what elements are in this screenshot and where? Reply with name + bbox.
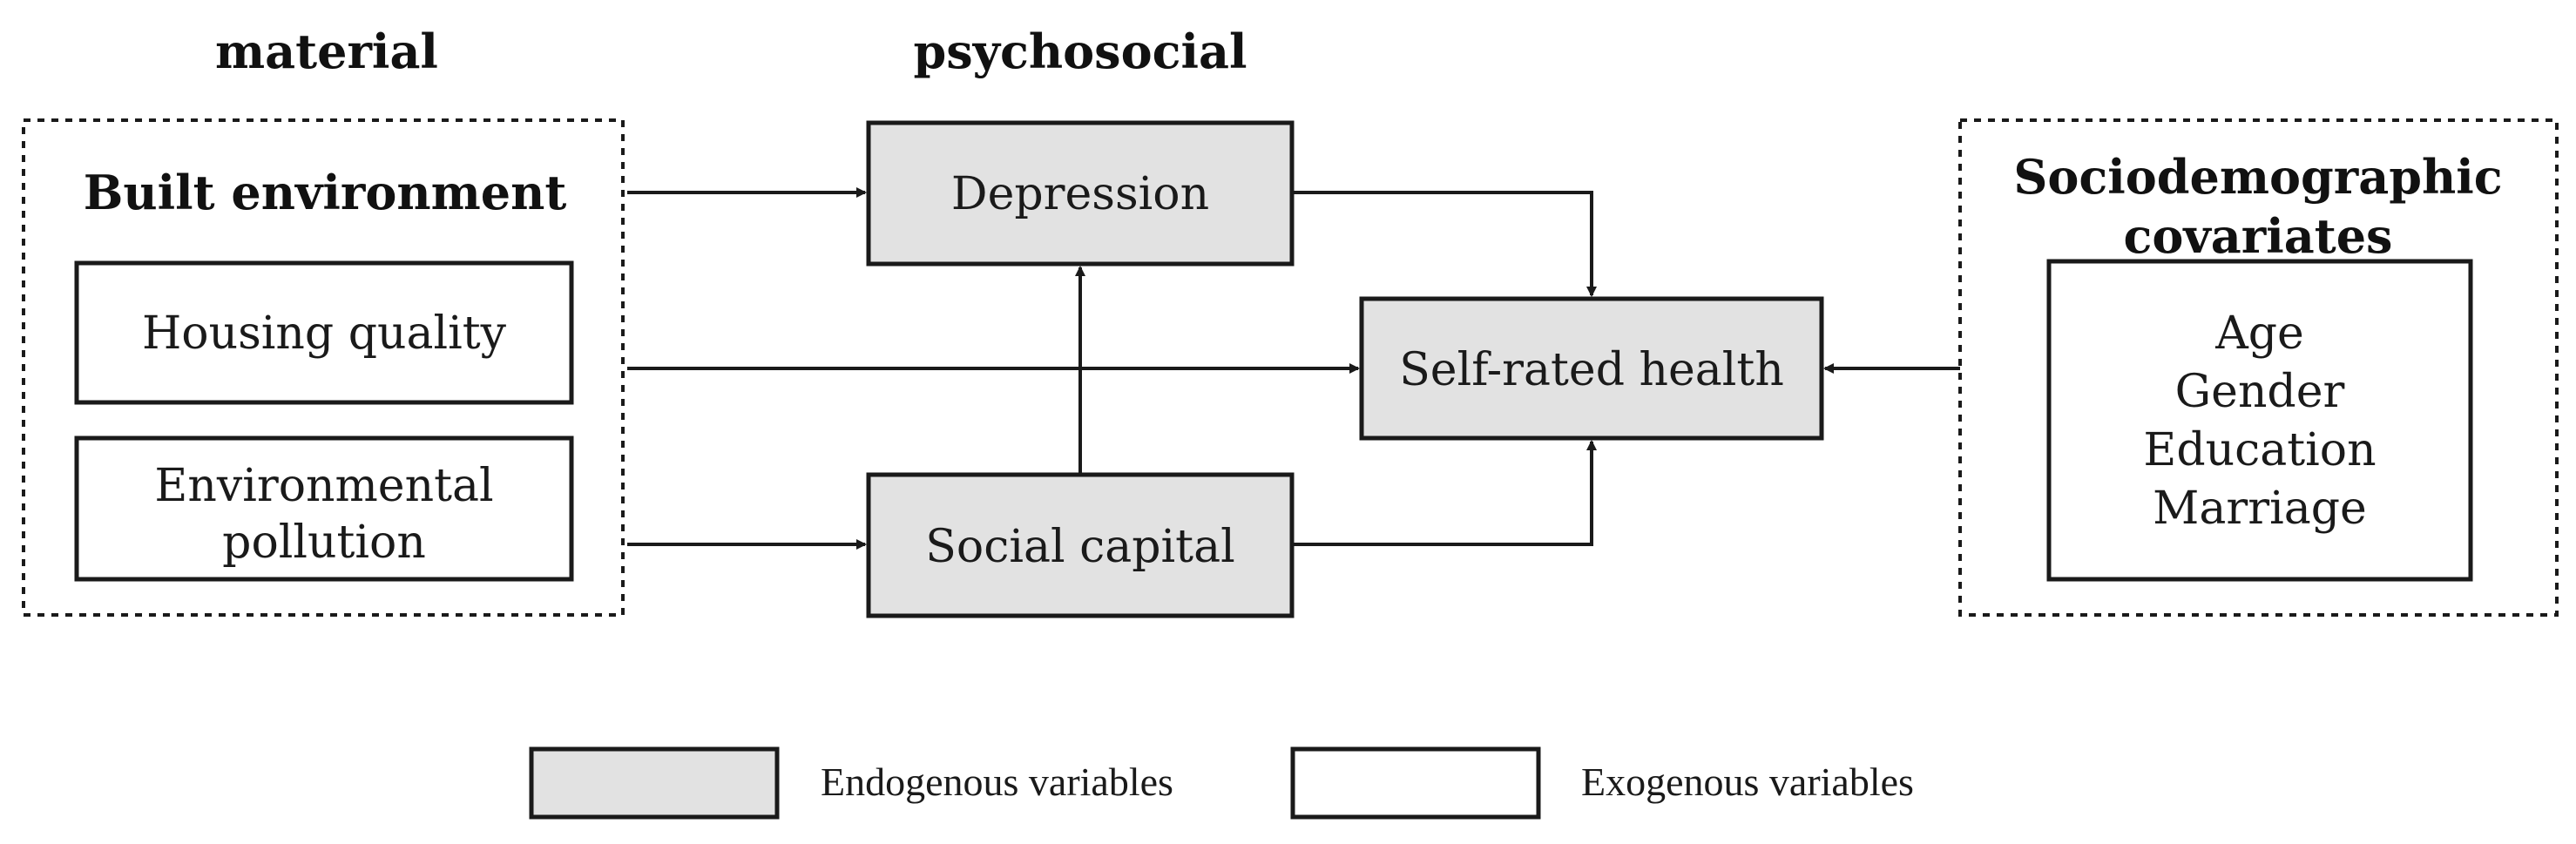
depression-label: Depression xyxy=(951,168,1209,220)
housing-quality-box xyxy=(74,260,574,405)
arrow-depression-to-self-rated-health xyxy=(1292,191,1597,297)
environmental-pollution-box xyxy=(74,436,574,582)
covariates-box xyxy=(2046,259,2473,582)
heading-material: material xyxy=(215,24,438,79)
social-capital-label: Social capital xyxy=(925,521,1234,573)
built-environment-title: Built environment xyxy=(84,165,567,220)
environmental-pollution-label-line2: pollution xyxy=(222,517,426,569)
sociodemographic-title-line1: Sociodemographic xyxy=(2013,149,2502,205)
sociodemographic-group xyxy=(1958,118,2559,617)
depression-node xyxy=(866,120,1295,267)
legend-exogenous-label: Exogenous variables xyxy=(1581,760,1914,804)
covariate-education: Education xyxy=(2143,424,2376,476)
housing-quality-label: Housing quality xyxy=(142,307,507,360)
covariate-marriage: Marriage xyxy=(2153,483,2367,535)
covariate-age: Age xyxy=(2214,307,2304,360)
sociodemographic-title-line2: covariates xyxy=(2124,208,2393,264)
environmental-pollution-label-line1: Environmental xyxy=(154,460,493,512)
heading-psychosocial: psychosocial xyxy=(913,24,1247,79)
self-rated-health-label: Self-rated health xyxy=(1399,344,1784,396)
arrow-social-capital-to-self-rated-health xyxy=(1292,440,1597,546)
covariate-gender: Gender xyxy=(2175,366,2345,418)
legend-exogenous-swatch xyxy=(1290,746,1541,820)
legend-endogenous-swatch xyxy=(529,746,780,820)
legend-endogenous-label: Endogenous variables xyxy=(821,760,1173,804)
built-environment-group xyxy=(22,118,625,617)
self-rated-health-node xyxy=(1359,296,1824,441)
